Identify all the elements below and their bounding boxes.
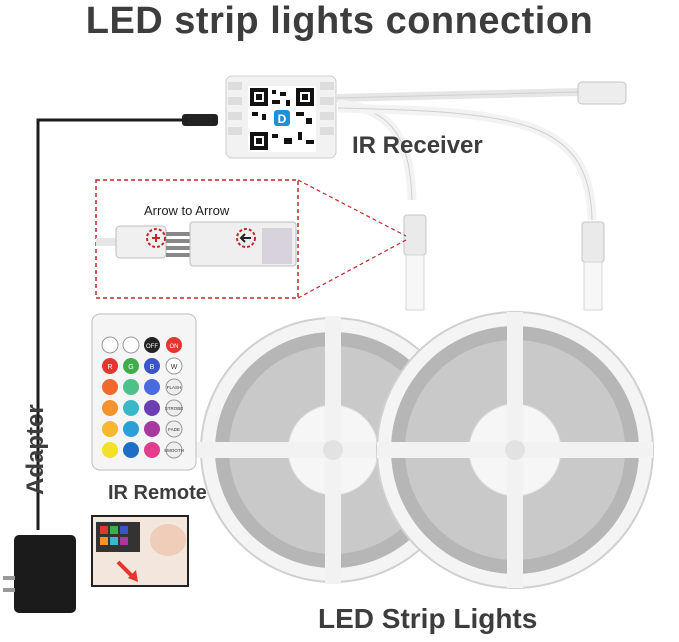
w-button-label: W xyxy=(171,364,178,371)
strobe-button-label: STROBE xyxy=(165,406,184,411)
remote-pull-tab-photo xyxy=(91,515,189,587)
strip-connector-1 xyxy=(403,214,427,256)
smooth-button-label: SMOOTH xyxy=(164,448,184,453)
adapter-label: Adapter xyxy=(22,404,49,495)
page-title: LED strip lights connection xyxy=(85,0,594,42)
arrow-to-arrow-label: Arrow to Arrow xyxy=(144,203,230,218)
led-reel-2 xyxy=(376,311,654,589)
g-button-label: G xyxy=(128,364,133,371)
on-button-label: ON xyxy=(170,344,179,350)
flash-button-label: FLASH xyxy=(167,385,182,390)
b-button-label: B xyxy=(150,364,155,371)
svg-text:D: D xyxy=(278,112,287,126)
off-button-label: OFF xyxy=(146,344,158,350)
ir-receiver-box: D xyxy=(225,75,337,159)
r-button-label: R xyxy=(107,364,112,371)
connector-detail xyxy=(96,221,297,267)
dc-plug xyxy=(182,114,218,126)
strip-connector-2 xyxy=(581,221,605,263)
ir-remote-label: IR Remote xyxy=(108,482,207,504)
adapter-cable xyxy=(36,118,185,530)
qr-code: D xyxy=(248,86,316,152)
ir-receiver-label: IR Receiver xyxy=(352,132,483,159)
output-connector xyxy=(577,81,627,105)
fade-button-label: FADE xyxy=(168,427,180,432)
ir-remote: OFF ON R G B W FLASH STROBE FADE SMOOTH xyxy=(91,313,197,471)
power-adapter xyxy=(3,535,76,613)
led-strip-lights-label: LED Strip Lights xyxy=(318,603,538,634)
